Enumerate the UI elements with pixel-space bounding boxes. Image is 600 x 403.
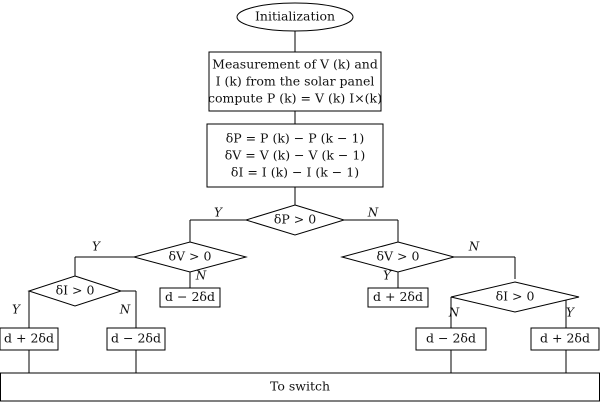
dv-right-no-label: N <box>468 240 480 254</box>
decision-dp-label: δP > 0 <box>274 212 316 227</box>
delta-p-line: δP = P (k) − P (k − 1) <box>226 131 365 146</box>
output-dv-left-no <box>159 287 221 308</box>
output-di-right-no-label: d − 2δd <box>426 331 476 346</box>
dp-no-label: N <box>367 206 379 220</box>
decision-di-right <box>450 281 580 313</box>
measurement-line-2: I (k) from the solar panel <box>216 74 375 89</box>
di-left-yes-label: Y <box>12 303 21 317</box>
output-di-right-yes <box>530 327 600 351</box>
delta-i-line: δI = I (k) − I (k − 1) <box>231 165 359 180</box>
output-di-left-yes <box>0 327 59 351</box>
decision-di-right-label: δI > 0 <box>496 289 535 304</box>
to-switch-label: To switch <box>270 379 330 394</box>
output-di-left-no <box>106 327 166 351</box>
output-di-left-no-label: d − 2δd <box>111 331 161 346</box>
output-di-right-no <box>415 327 487 351</box>
output-di-left-yes-label: d + 2δd <box>4 331 54 346</box>
di-right-yes-label: Y <box>566 306 575 320</box>
decision-dv-right <box>340 241 456 273</box>
decision-dv-left-label: δV > 0 <box>169 249 212 264</box>
output-dv-right-yes <box>367 287 429 308</box>
dv-right-yes-label: Y <box>383 269 392 283</box>
di-left-no-label: N <box>119 303 131 317</box>
measurement-line-3: compute P (k) = V (k) I×(k) <box>208 91 382 106</box>
measurement-box <box>208 51 382 112</box>
measurement-line-1: Measurement of V (k) and <box>212 57 378 72</box>
start-terminal <box>236 2 354 32</box>
decision-dv-left <box>132 241 248 273</box>
delta-v-line: δV = V (k) − V (k − 1) <box>225 148 365 163</box>
dv-left-no-label: N <box>195 269 207 283</box>
decision-di-left-label: δI > 0 <box>56 283 95 298</box>
to-switch-box <box>0 372 600 402</box>
start-label: Initialization <box>255 9 335 24</box>
decision-dv-right-label: δV > 0 <box>377 249 420 264</box>
output-dv-right-yes-label: d + 2δd <box>373 289 423 304</box>
output-dv-left-no-label: d − 2δd <box>165 289 215 304</box>
decision-dp <box>244 204 346 236</box>
dv-left-yes-label: Y <box>92 240 101 254</box>
output-di-right-yes-label: d + 2δd <box>540 331 590 346</box>
decision-di-left <box>27 275 123 307</box>
dp-yes-label: Y <box>214 206 223 220</box>
delta-computation-box <box>206 123 384 188</box>
di-right-no-label: N <box>448 306 460 320</box>
